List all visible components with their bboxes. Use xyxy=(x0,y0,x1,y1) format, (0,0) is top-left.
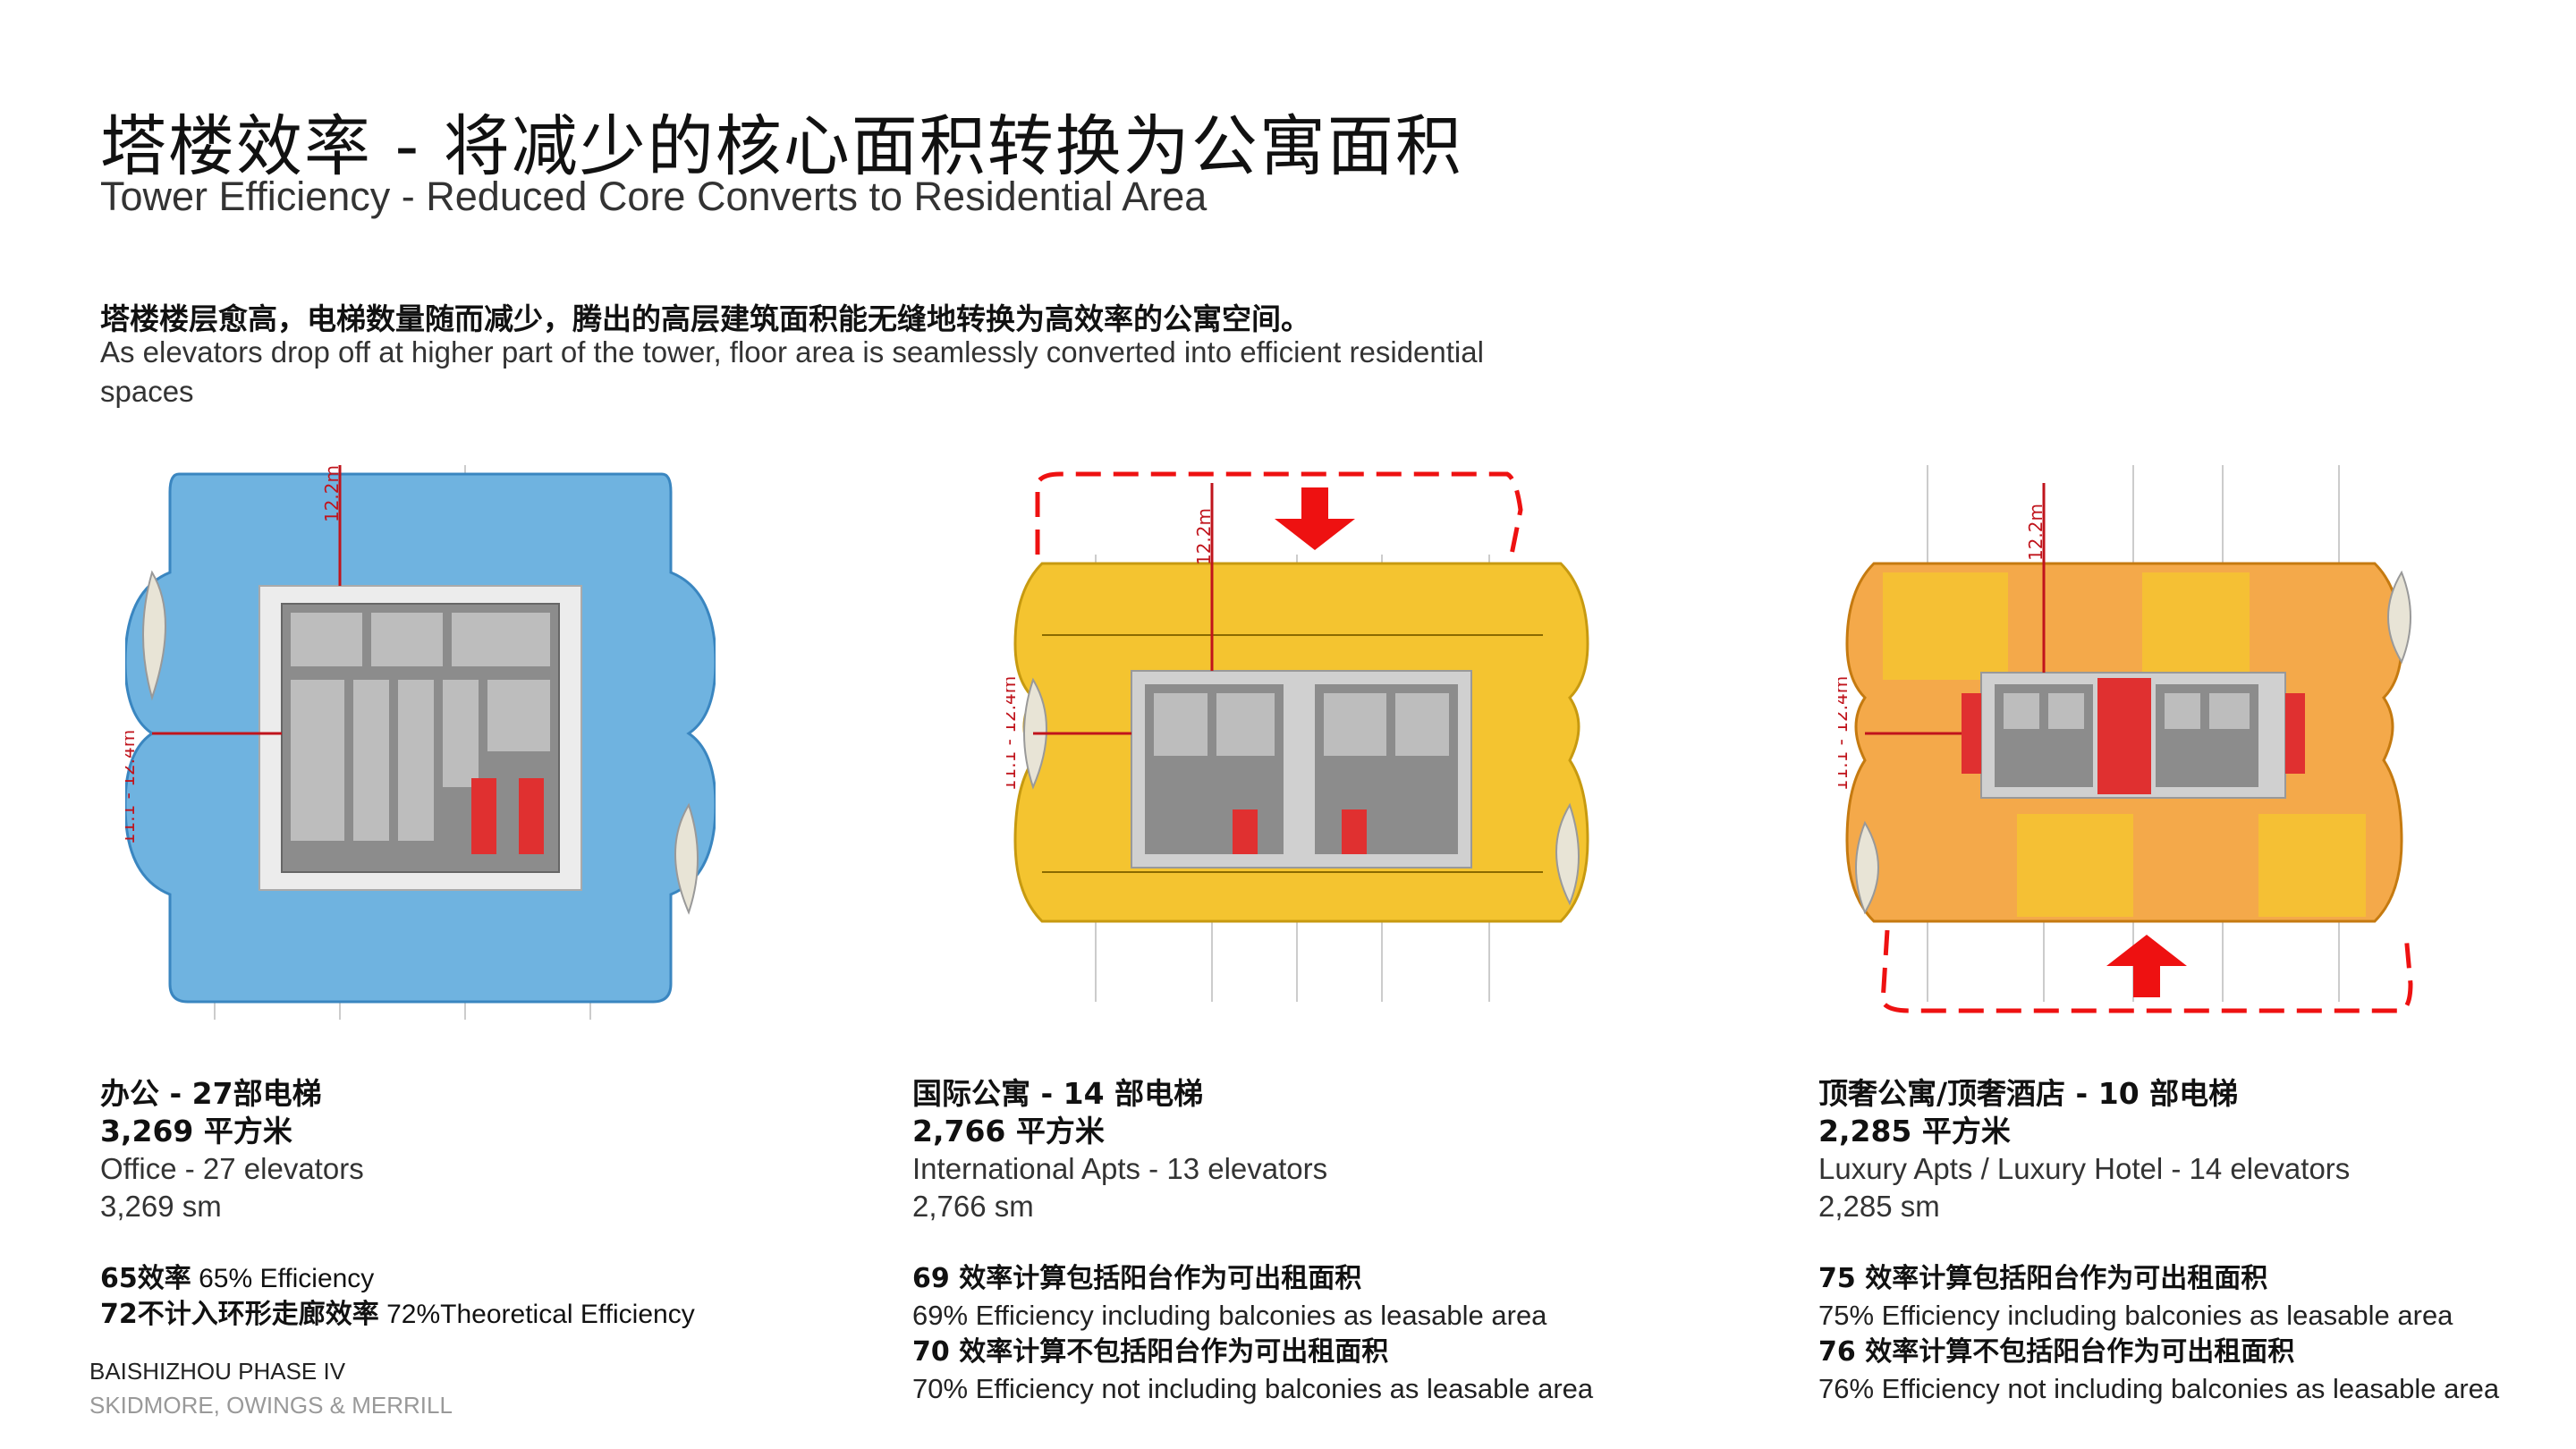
plan-heading-cn: 顶奢公寓/顶奢酒店 - 10 部电梯 xyxy=(1818,1076,2239,1111)
intro-text-cn: 塔楼楼层愈高，电梯数量随而减少，腾出的高层建筑面积能无缝地转换为高效率的公寓空间… xyxy=(100,301,1310,336)
plan-area-en: 2,285 sm xyxy=(1818,1190,1940,1223)
floor-plan-office: 12.2m 11.1 - 12.4m xyxy=(125,411,716,1020)
footer-project-name: BAISHIZHOU PHASE IV xyxy=(89,1358,346,1385)
plan-area-cn: 3,269 平方米 xyxy=(100,1114,292,1148)
efficiency-line-1-en: 75% Efficiency including balconies as le… xyxy=(1818,1300,2453,1331)
intro-text-en: As elevators drop off at higher part of … xyxy=(100,335,1484,408)
efficiency-line-2-cn: 76 效率计算不包括阳台作为可出租面积 xyxy=(1818,1336,2295,1368)
floor-plan-international-apts: 12.2m 11.1 - 12.4m xyxy=(1006,465,1597,1020)
plan-area-en: 2,766 sm xyxy=(912,1190,1034,1223)
page-title-cn: 塔楼效率 - 将减少的核心面积转换为公寓面积 xyxy=(100,108,1463,185)
efficiency-line-2-en: 76% Efficiency not including balconies a… xyxy=(1818,1373,2500,1404)
floor-plan-luxury: 12.2m 11.1 - 12.4m xyxy=(1838,465,2428,1020)
efficiency-line-2: 72不计入环形走廊效率 72%Theoretical Efficiency xyxy=(100,1299,695,1330)
plan-heading-cn: 办公 - 27部电梯 xyxy=(100,1076,322,1111)
efficiency-line-1: 65效率 65% Efficiency xyxy=(100,1263,375,1294)
plan-heading-cn: 国际公寓 - 14 部电梯 xyxy=(912,1076,1204,1111)
dimension-label-depth: 12.2m xyxy=(1193,508,1215,565)
dimension-label-span: 11.1 - 12.4m xyxy=(1006,676,1020,791)
plan-heading-en: International Apts - 13 elevators xyxy=(912,1152,1328,1185)
page-title-en: Tower Efficiency - Reduced Core Converts… xyxy=(100,174,1208,219)
caption-luxury: 顶奢公寓/顶奢酒店 - 10 部电梯 2,285 平方米 Luxury Apts… xyxy=(1818,1075,2499,1408)
caption-international-apts: 国际公寓 - 14 部电梯 2,766 平方米 International Ap… xyxy=(912,1075,1593,1408)
caption-office: 办公 - 27部电梯 3,269 平方米 Office - 27 elevato… xyxy=(100,1075,695,1333)
plan-area-en: 3,269 sm xyxy=(100,1190,222,1223)
efficiency-line-2-en: 70% Efficiency not including balconies a… xyxy=(912,1373,1594,1404)
efficiency-line-1-cn: 75 效率计算包括阳台作为可出租面积 xyxy=(1818,1263,2268,1294)
plan-heading-en: Luxury Apts / Luxury Hotel - 14 elevator… xyxy=(1818,1152,2351,1185)
plan-area-cn: 2,285 平方米 xyxy=(1818,1114,2011,1148)
plan-area-cn: 2,766 平方米 xyxy=(912,1114,1105,1148)
footer-firm-name: SKIDMORE, OWINGS & MERRILL xyxy=(89,1392,453,1419)
dimension-label-depth: 12.2m xyxy=(321,465,343,522)
plan-heading-en: Office - 27 elevators xyxy=(100,1152,364,1185)
efficiency-line-1-en: 69% Efficiency including balconies as le… xyxy=(912,1300,1547,1331)
efficiency-line-1-cn: 69 效率计算包括阳台作为可出租面积 xyxy=(912,1263,1362,1294)
dimension-label-depth: 12.2m xyxy=(2025,504,2046,561)
dimension-label-span: 11.1 - 12.4m xyxy=(125,730,139,844)
efficiency-line-2-cn: 70 效率计算不包括阳台作为可出租面积 xyxy=(912,1336,1389,1368)
dimension-label-span: 11.1 - 12.4m xyxy=(1838,676,1852,791)
